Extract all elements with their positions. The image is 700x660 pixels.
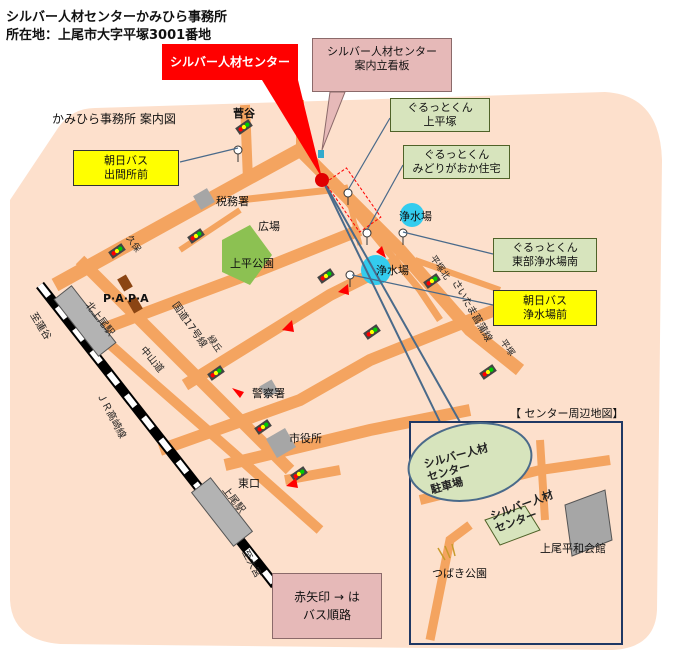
signboard-pointer	[321, 91, 346, 151]
label-keisatsusho: 警察署	[252, 387, 285, 400]
label-higashiguchi: 東口	[238, 477, 260, 490]
address: 所在地：上尾市大字平塚3001番地	[6, 28, 212, 43]
center-label: シルバー人材センター	[162, 44, 298, 80]
cityhall-building	[265, 427, 297, 459]
traffic-signals	[108, 119, 497, 482]
center-pointer	[262, 80, 322, 178]
bus-stop-gurutto-tobu-josuijo: ぐるっとくん 東部浄水場南	[493, 238, 597, 272]
inset-parking	[407, 422, 533, 502]
inset-map	[407, 421, 623, 645]
bus-route-arrows	[232, 246, 386, 488]
inset-title: 【 センター周辺地図】	[510, 407, 624, 420]
label-kamihira-koen: 上平公園	[230, 257, 274, 270]
page-title: シルバー人材センターかみひら事務所	[6, 10, 228, 25]
label-josuijo-2: 浄水場	[376, 264, 409, 277]
map-title: かみひら事務所 案内図	[52, 112, 176, 126]
bus-route-legend: 赤矢印 → は バス順路	[272, 573, 382, 639]
water-plant-1	[400, 203, 424, 227]
kamihira-park	[222, 225, 272, 285]
center-dashed-area	[324, 167, 382, 233]
station-ageo	[190, 477, 254, 547]
label-zeimusho: 税務署	[216, 195, 249, 208]
inset-hall-label: 上尾平和会館	[540, 542, 606, 555]
callout-lines	[179, 117, 494, 423]
tax-office-building	[193, 188, 215, 210]
signboard-callout: シルバー人材センター 案内立看板	[312, 38, 452, 92]
label-josuijo-1: 浄水場	[399, 210, 432, 223]
label-papa: P·A·P·A	[103, 292, 149, 305]
papa-building	[117, 274, 133, 292]
inset-center-building	[484, 505, 541, 546]
papa-building-2	[127, 296, 143, 314]
bus-stop-gurutto-kamihiratsuka: ぐるっとくん 上平塚	[390, 98, 490, 132]
inset-hall-building	[564, 489, 613, 557]
bus-stop-gurutto-midorigaoka: ぐるっとくん みどりがおか住宅	[403, 145, 510, 179]
police-building	[259, 379, 279, 399]
label-shiyakusho: 市役所	[289, 432, 322, 445]
label-hiroba: 広場	[258, 220, 280, 233]
center-location-dot	[315, 173, 329, 187]
station-kitaageo	[53, 285, 117, 357]
bus-stop-asahi-demasho: 朝日バス 出間所前	[73, 150, 179, 186]
signboard-marker	[318, 150, 324, 158]
inset-park	[437, 543, 456, 561]
inset-park-label: つばき公園	[432, 567, 487, 580]
bus-stop-asahi-josuijo: 朝日バス 浄水場前	[493, 290, 597, 326]
label-sugaya: 菅谷	[233, 107, 255, 120]
